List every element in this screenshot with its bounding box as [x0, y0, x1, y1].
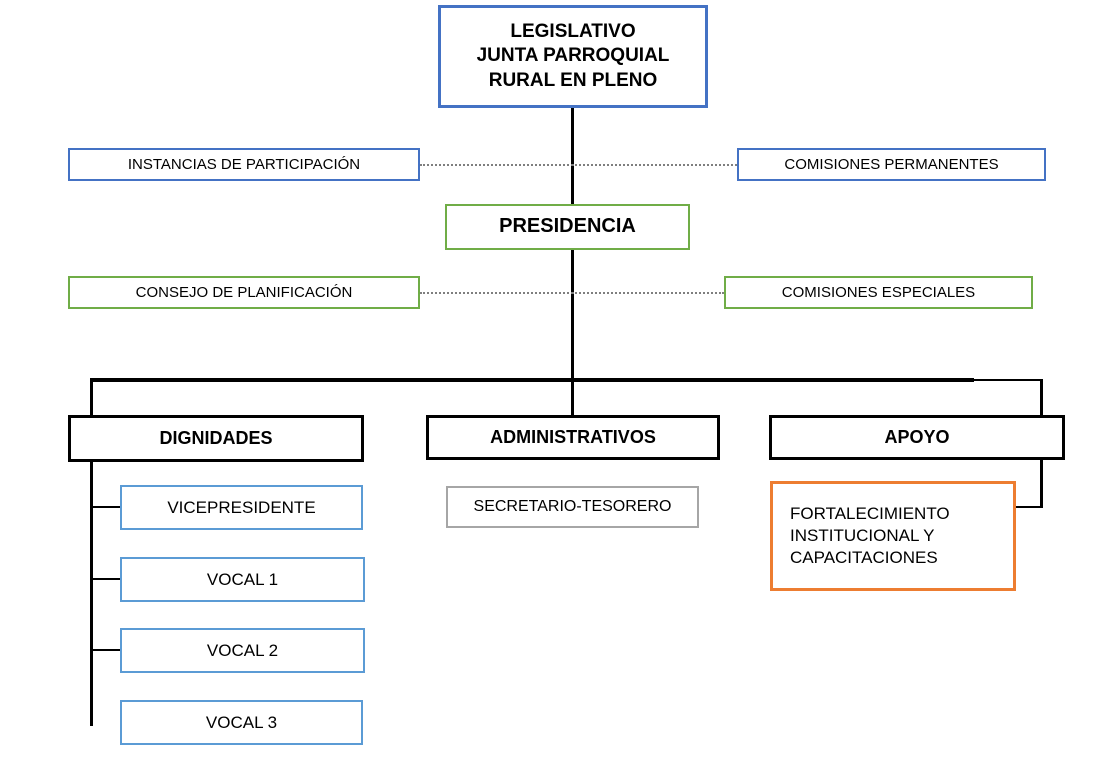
- node-instancias-label: INSTANCIAS DE PARTICIPACIÓN: [127, 155, 361, 173]
- node-vocal-3-label: VOCAL 3: [205, 712, 278, 732]
- node-vicepresidente[interactable]: VICEPRESIDENTE: [120, 485, 363, 530]
- connector-apoyo-fortalecimiento-horizontal: [1015, 506, 1043, 508]
- connector-trunk-dignidades: [90, 378, 93, 726]
- connector-presidencia-distribution-bar: [571, 250, 574, 380]
- node-consejo-planificacion-label: CONSEJO DE PLANIFICACIÓN: [135, 283, 353, 301]
- distribution-bar: [90, 378, 974, 382]
- node-dignidades[interactable]: DIGNIDADES: [68, 415, 364, 462]
- node-fortalecimiento-label: FORTALECIMIENTO INSTITUCIONAL Y CAPACITA…: [790, 504, 950, 567]
- node-dignidades-label: DIGNIDADES: [159, 427, 273, 448]
- node-comisiones-especiales-label: COMISIONES ESPECIALES: [781, 283, 976, 301]
- node-vicepresidente-label: VICEPRESIDENTE: [167, 497, 316, 517]
- node-presidencia-label: PRESIDENCIA: [499, 215, 636, 238]
- node-vocal-2[interactable]: VOCAL 2: [120, 628, 365, 673]
- node-apoyo-label: APOYO: [884, 426, 950, 447]
- connector-consejo-planificacion-dotted: [420, 292, 573, 294]
- node-legislativo-label: LEGISLATIVO JUNTA PARROQUIAL RURAL EN PL…: [476, 21, 670, 91]
- node-comisiones-permanentes[interactable]: COMISIONES PERMANENTES: [737, 148, 1046, 181]
- node-comisiones-especiales[interactable]: COMISIONES ESPECIALES: [724, 276, 1033, 309]
- connector-stub-vocal1: [90, 578, 122, 580]
- connector-stub-vocal2: [90, 649, 122, 651]
- node-administrativos-label: ADMINISTRATIVOS: [490, 426, 656, 447]
- connector-legislativo-presidencia: [571, 108, 574, 204]
- node-consejo-de-planificacion[interactable]: CONSEJO DE PLANIFICACIÓN: [68, 276, 420, 309]
- connector-apoyo-fortalecimiento-vertical: [1040, 460, 1043, 508]
- connector-comisiones-especiales-dotted: [572, 292, 724, 294]
- connector-bar-administrativos: [571, 378, 574, 415]
- node-comisiones-permanentes-label: COMISIONES PERMANENTES: [784, 155, 999, 173]
- node-secretario-tesorero[interactable]: SECRETARIO-TESORERO: [446, 486, 699, 528]
- node-vocal-2-label: VOCAL 2: [206, 640, 279, 660]
- connector-bar-apoyo: [1040, 379, 1043, 415]
- node-vocal-3[interactable]: VOCAL 3: [120, 700, 363, 745]
- connector-instancias-dotted: [420, 164, 573, 166]
- node-fortalecimiento-institucional[interactable]: FORTALECIMIENTO INSTITUCIONAL Y CAPACITA…: [770, 481, 1016, 591]
- connector-stub-vicepresidente: [90, 506, 122, 508]
- connector-comisiones-permanentes-dotted: [572, 164, 737, 166]
- node-vocal-1[interactable]: VOCAL 1: [120, 557, 365, 602]
- node-vocal-1-label: VOCAL 1: [206, 569, 279, 589]
- distribution-bar-right-extension: [974, 379, 1042, 381]
- node-administrativos[interactable]: ADMINISTRATIVOS: [426, 415, 720, 460]
- node-presidencia[interactable]: PRESIDENCIA: [445, 204, 690, 250]
- node-legislativo-junta-parroquial[interactable]: LEGISLATIVO JUNTA PARROQUIAL RURAL EN PL…: [438, 5, 708, 108]
- node-instancias-de-participacion[interactable]: INSTANCIAS DE PARTICIPACIÓN: [68, 148, 420, 181]
- node-secretario-tesorero-label: SECRETARIO-TESORERO: [473, 497, 672, 515]
- node-apoyo[interactable]: APOYO: [769, 415, 1065, 460]
